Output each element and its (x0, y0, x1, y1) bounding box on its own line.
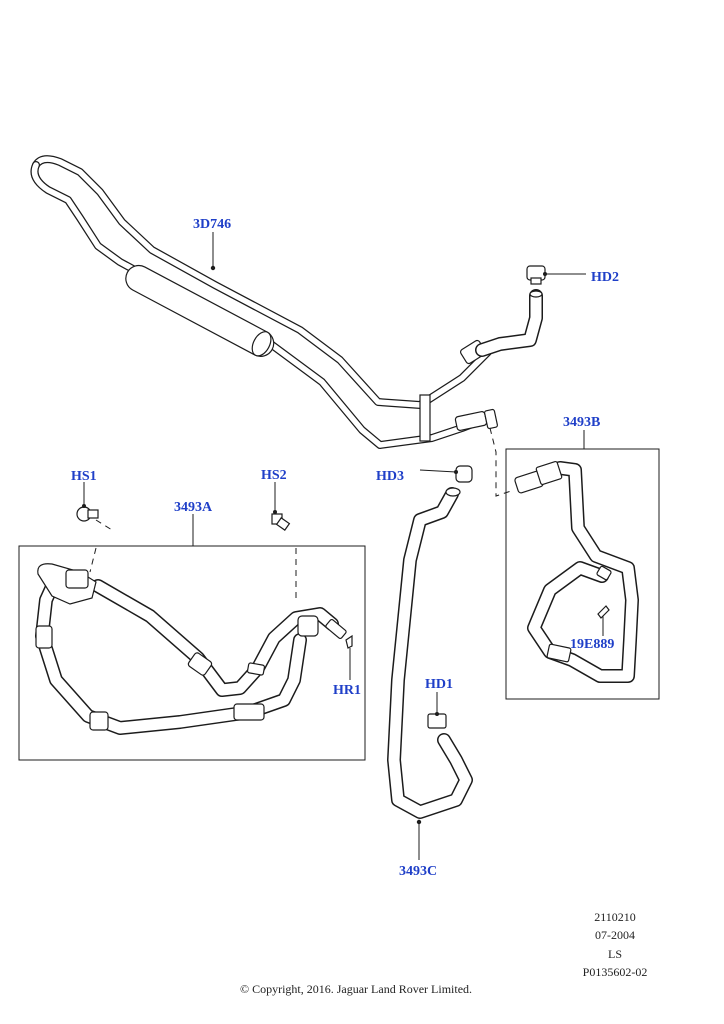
hose-clip-hd3 (419, 465, 473, 483)
connection-dashes (489, 427, 515, 497)
diagram-image-code: P0135602-02 (583, 965, 648, 979)
hose-3493b (514, 460, 639, 683)
copyright-notice: © Copyright, 2016. Jaguar Land Rover Lim… (240, 982, 472, 996)
callout-hr1[interactable]: HR1 (333, 683, 361, 698)
diagram-model: LS (608, 947, 622, 961)
hose-3493a (35, 563, 347, 735)
hose-3493c (387, 487, 473, 819)
callout-hd3[interactable]: HD3 (376, 469, 404, 484)
box-3493a (18, 545, 366, 761)
diagram-ref-number: 2110210 (594, 910, 636, 924)
callout-3493c[interactable]: 3493C (399, 864, 437, 879)
hose-clip-hd2 (526, 265, 586, 285)
callout-3d746[interactable]: 3D746 (193, 217, 231, 232)
box-3493b (505, 448, 660, 700)
callout-hs2[interactable]: HS2 (261, 468, 287, 483)
hose-retainer-hr1 (345, 634, 353, 680)
bolt-hs1 (76, 482, 99, 522)
cooler-pipe-3d746 (30, 155, 543, 449)
bracket-19e889 (597, 605, 610, 636)
callout-hd1[interactable]: HD1 (425, 677, 453, 692)
diagram-date: 07-2004 (595, 928, 635, 942)
callout-19e889[interactable]: 19E889 (570, 637, 614, 652)
callout-3493a[interactable]: 3493A (174, 500, 213, 515)
callout-hd2[interactable]: HD2 (591, 270, 619, 285)
connection-hs1 (95, 519, 113, 531)
bolt-hs2 (271, 482, 291, 531)
callout-hs1[interactable]: HS1 (71, 469, 97, 484)
callout-3493b[interactable]: 3493B (563, 415, 600, 430)
hose-clip-hd1 (427, 692, 447, 729)
